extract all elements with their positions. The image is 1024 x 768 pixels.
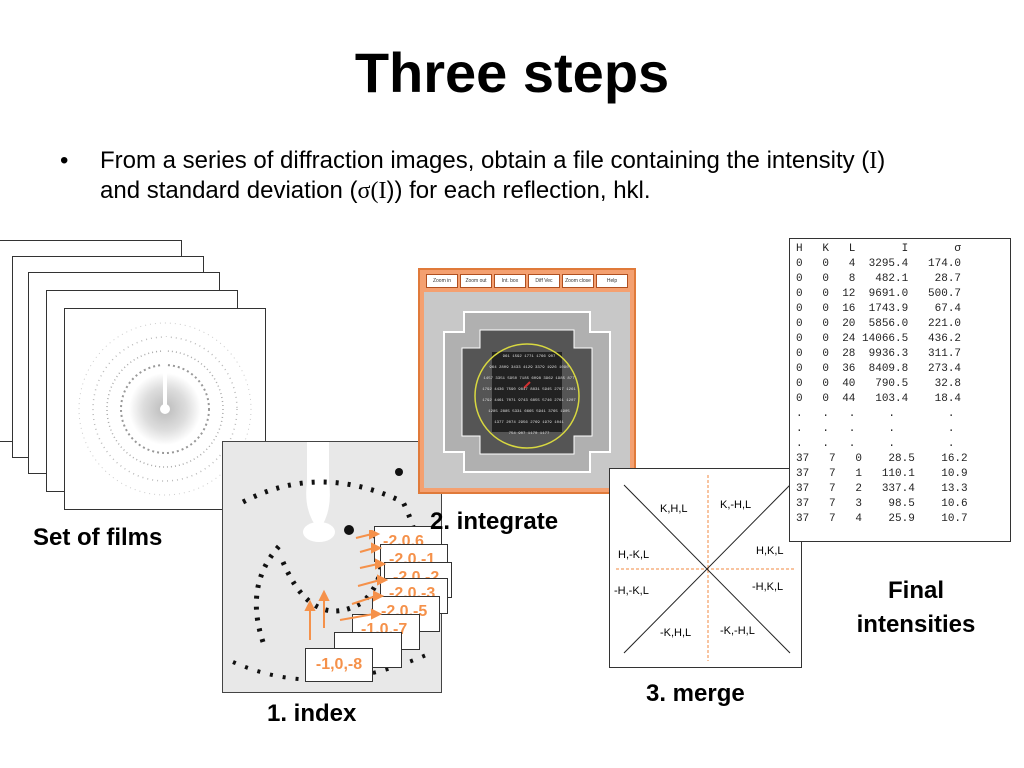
table-row: 0 0 8 482.1 28.7 [796,273,962,285]
sigma-paren: ( [370,178,379,204]
intensity-symbol: I [869,148,878,174]
zoom-close-button[interactable]: Zoom close [562,274,594,288]
sigma-symbol: σ [357,178,371,204]
caption-final-intensities: Final intensities [846,574,986,642]
table-row: 0 0 4 3295.4 174.0 [796,258,962,270]
intensity-symbol-2: I [378,178,387,204]
table-row: . . . . . [796,423,955,435]
bullet-text: From a series of diffraction images, obt… [100,146,920,206]
pixel-row: 961 1592 1771 1766 907 [502,355,556,359]
integration-grid-image [424,292,630,488]
merge-panel: K,H,L K,-H,L H,-K,L H,K,L -H,-K,L -H,K,L… [609,468,802,668]
zoom-out-button[interactable]: Zoom out [460,274,492,288]
caption-set-of-films: Set of films [33,524,163,551]
bullet-text-part1: From a series of diffraction images, obt… [100,147,870,174]
bullet-dot: • [60,147,69,174]
int-box-button[interactable]: Int. box [494,274,526,288]
diff-vec-button[interactable]: Diff Vec [528,274,560,288]
merge-label-hkl: H,K,L [756,545,784,557]
caption-merge: 3. merge [646,680,745,707]
merge-label-khl-neg: -K,H,L [660,627,692,639]
caption-final-line2: intensities [856,611,976,638]
table-row: 0 0 12 9691.0 500.7 [796,288,962,300]
pixel-row: 1457 3351 5950 7185 6098 3962 1985 877 [483,377,575,381]
table-row: 37 7 3 98.5 10.6 [796,498,968,510]
pixel-row: 1285 2885 5331 6665 5941 3765 1905 [488,410,570,414]
table-row: 0 0 24 14066.5 436.2 [796,333,962,345]
bullet-text-part3: )) for each reflection, hkl. [386,177,651,204]
caption-integrate: 2. integrate [430,508,559,535]
pixel-values: 961 1592 1771 1766 907 964 2809 3433 412… [474,352,584,440]
help-button[interactable]: Help [596,274,628,288]
integrate-toolbar: Zoom in Zoom out Int. box Diff Vec Zoom … [424,274,630,288]
caption-index: 1. index [267,700,357,727]
integrate-window: Zoom in Zoom out Int. box Diff Vec Zoom … [418,268,636,494]
pixel-row: 1792 4436 7590 9847 8831 5945 2797 1261 [482,388,576,392]
pixel-row: 1792 4461 7071 9743 6855 5746 2761 1207 [482,399,576,403]
table-row: . . . . . [796,408,955,420]
pixel-row: 964 2809 3433 4129 3379 1926 1090 [489,366,569,370]
merge-label-h-k-l: -H,-K,L [614,585,649,597]
pixel-row: 754 907 1170 1177 [508,432,550,436]
table-row: 0 0 16 1743.9 67.4 [796,303,962,315]
merge-label-h-kl: H,-K,L [618,549,650,561]
intensity-table: H K L I σ 0 0 4 3295.4 174.0 0 0 8 482.1… [789,238,1011,542]
table-header: H K L I σ [796,243,962,255]
hkl-label-front: -1,0,-8 [305,648,373,682]
diffraction-pattern-image [78,322,252,496]
slide-title: Three steps [354,41,670,104]
table-row: 0 0 28 9936.3 311.7 [796,348,962,360]
table-row: 37 7 1 110.1 10.9 [796,468,968,480]
bullet-text-part2: ) and standard deviation ( [100,147,886,204]
caption-final-line1: Final [887,577,944,604]
table-row: . . . . . [796,438,955,450]
table-row: 0 0 44 103.4 18.4 [796,393,962,405]
merge-label-hkl-neg: -H,K,L [752,581,784,593]
merge-label-k-h-l: -K,-H,L [720,625,755,637]
merge-axes [616,475,796,661]
pixel-row: 1377 2074 2956 2769 1979 1041 [494,421,564,425]
table-row: 37 7 2 337.4 13.3 [796,483,968,495]
index-arrows [304,530,389,640]
table-row: 37 7 0 28.5 16.2 [796,453,968,465]
table-row: 0 0 40 790.5 32.8 [796,378,962,390]
table-row: 37 7 4 25.9 10.7 [796,513,968,525]
merge-label-khl: K,H,L [660,503,688,515]
merge-label-k-hl: K,-H,L [720,499,752,511]
integration-box: 961 1592 1771 1766 907 964 2809 3433 412… [424,292,630,488]
zoom-in-button[interactable]: Zoom in [426,274,458,288]
table-row: 0 0 36 8409.8 273.4 [796,363,962,375]
table-row: 0 0 20 5856.0 221.0 [796,318,962,330]
